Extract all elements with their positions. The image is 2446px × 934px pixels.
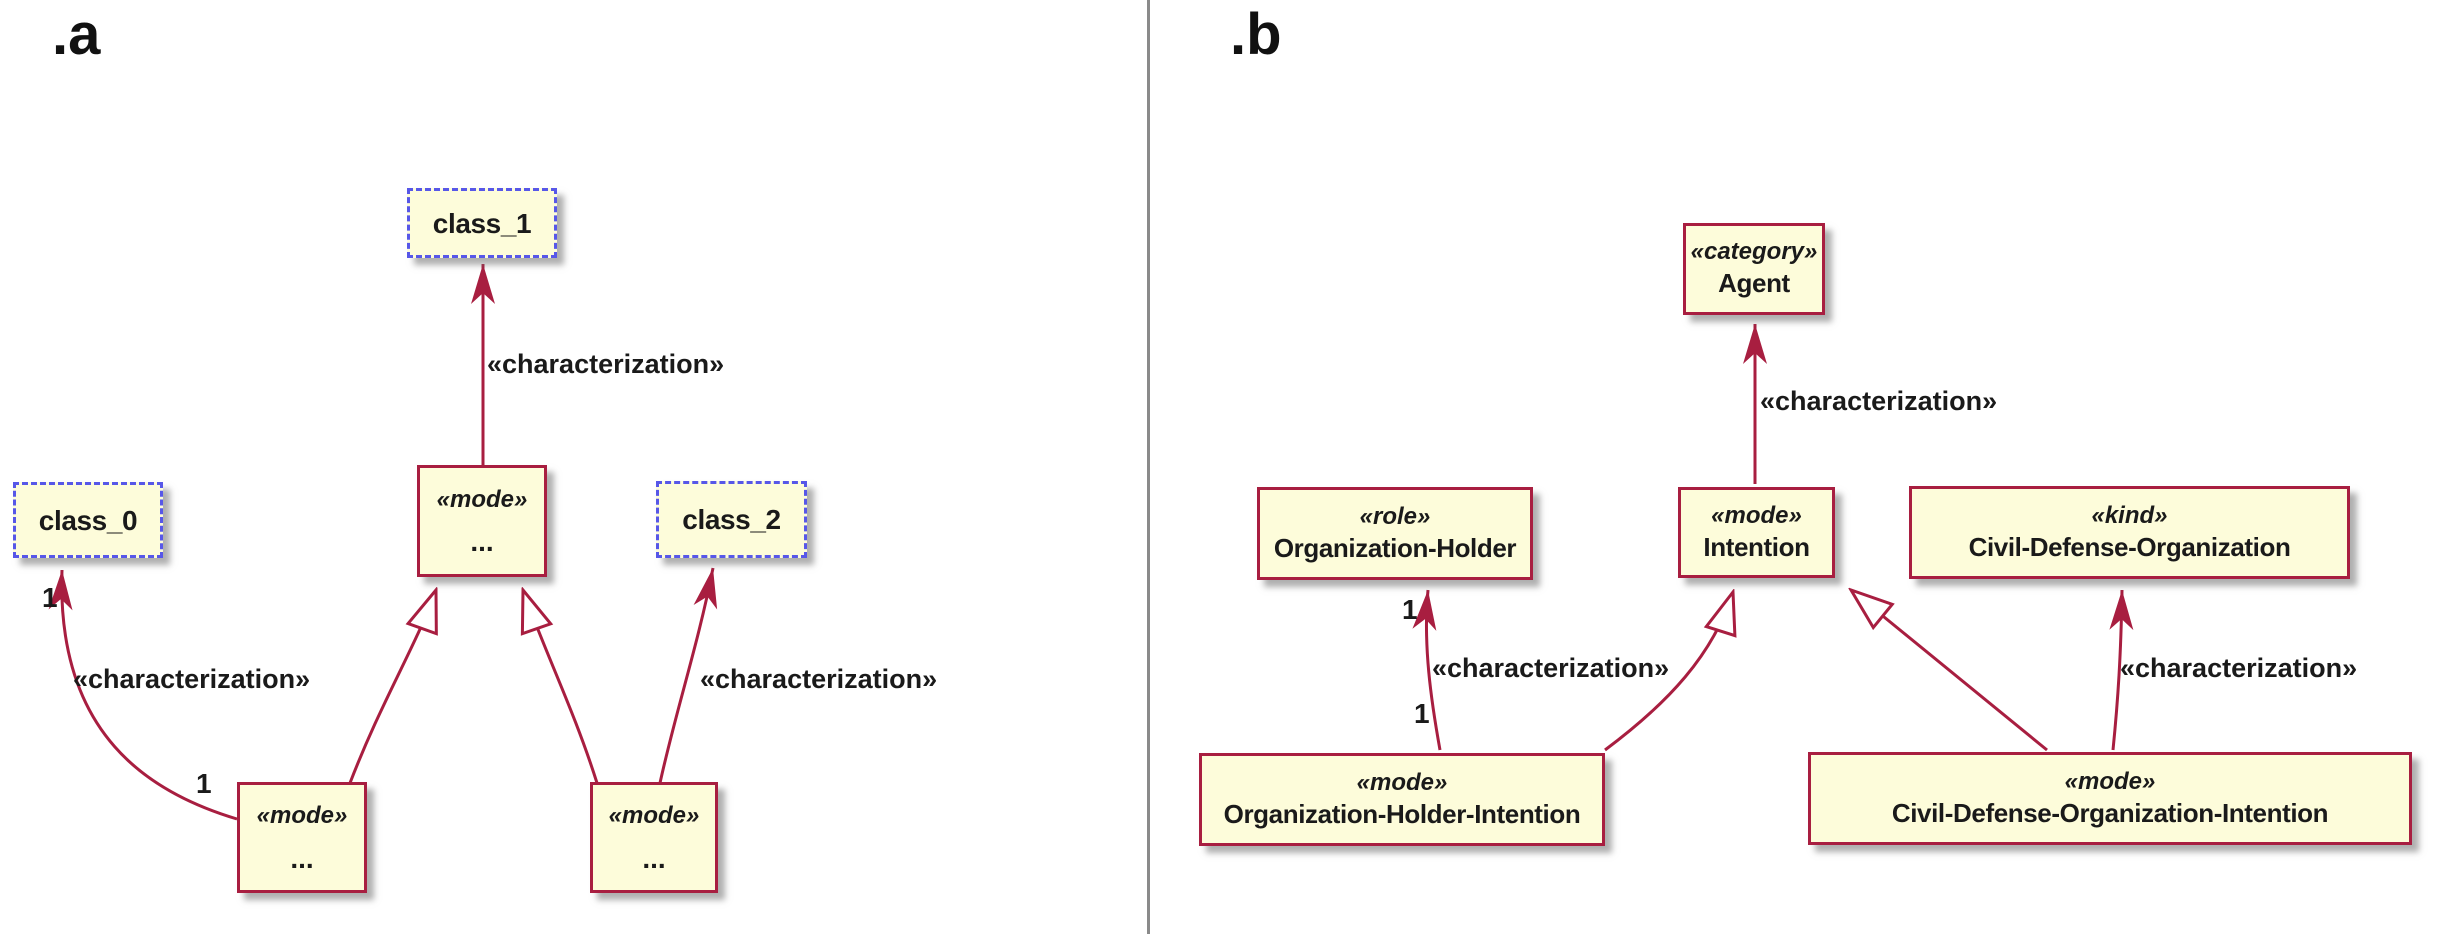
civil-defense-organization-intention-stereotype: «mode»: [2064, 767, 2156, 795]
agent-box: «category» Agent: [1683, 223, 1825, 315]
characterization-label-a-top: «characterization»: [487, 349, 725, 379]
agent-stereotype: «category»: [1690, 238, 1818, 266]
class2-name: class_2: [682, 504, 781, 535]
edge-generalization-ohi-intention: [1604, 592, 1733, 752]
panel-a-label: .a: [52, 2, 101, 67]
organization-holder-intention-name: Organization-Holder-Intention: [1223, 798, 1581, 829]
class-box-class1: class_1: [407, 188, 557, 258]
mode-box-bottom-left: «mode» ...: [237, 782, 367, 893]
edge-generalization-modeBR-mode: [523, 590, 599, 784]
edge-characterization-modeBL-class0: [48, 569, 238, 821]
intention-stereotype: «mode»: [1711, 501, 1802, 529]
edge-generalization-modeBL-mode: [348, 590, 436, 784]
mode-br-ellipsis: ...: [642, 842, 666, 874]
multiplicity-label-b-intention-end: 1: [1414, 698, 1430, 729]
mode-box-middle: «mode» ...: [417, 465, 547, 577]
civil-defense-organization-box: «kind» Civil-Defense-Organization: [1909, 486, 2350, 579]
class-box-class0: class_0: [13, 482, 163, 558]
civil-defense-organization-name: Civil-Defense-Organization: [1968, 531, 2291, 562]
class1-name: class_1: [432, 207, 532, 239]
civil-defense-organization-stereotype: «kind»: [2091, 501, 2168, 529]
panel-b-label: .b: [1230, 2, 1282, 67]
mode-bl-ellipsis: ...: [290, 842, 314, 874]
characterization-label-a-left: «characterization»: [73, 664, 311, 694]
characterization-label-b-top: «characterization»: [1760, 386, 1998, 416]
edge-generalization-cdoi-intention: [1851, 590, 2048, 752]
multiplicity-label-a-mode-end: 1: [196, 768, 212, 799]
organization-holder-intention-stereotype: «mode»: [1356, 768, 1448, 796]
organization-holder-box: «role» Organization-Holder: [1257, 487, 1533, 580]
characterization-label-b-right: «characterization»: [2120, 653, 2358, 683]
edge-characterization-cdoi-cdo: [2109, 589, 2134, 751]
multiplicity-label-b-holder-end: 1: [1402, 594, 1418, 625]
mode-box-bottom-right: «mode» ...: [590, 782, 718, 893]
characterization-label-a-right: «characterization»: [700, 664, 938, 694]
intention-name: Intention: [1703, 531, 1810, 562]
organization-holder-stereotype: «role»: [1359, 502, 1431, 530]
panel-divider-line: [1147, 0, 1150, 934]
mode-middle-ellipsis: ...: [470, 526, 494, 558]
class-box-class2: class_2: [656, 481, 807, 558]
edge-characterization-modeBR-class2: [658, 567, 718, 784]
mode-br-stereotype: «mode»: [608, 802, 700, 830]
class0-name: class_0: [38, 504, 138, 536]
organization-holder-name: Organization-Holder: [1273, 532, 1517, 563]
characterization-label-b-left: «characterization»: [1432, 653, 1670, 683]
organization-holder-intention-box: «mode» Organization-Holder-Intention: [1199, 753, 1605, 846]
agent-name: Agent: [1718, 268, 1790, 299]
intention-box: «mode» Intention: [1678, 487, 1835, 578]
civil-defense-organization-intention-name: Civil-Defense-Organization-Intention: [1891, 797, 2329, 828]
edge-characterization-ohi-organization-holder: [1412, 589, 1442, 751]
mode-bl-stereotype: «mode»: [256, 802, 348, 830]
multiplicity-label-a-class0-end: 1: [42, 582, 58, 613]
civil-defense-organization-intention-box: «mode» Civil-Defense-Organization-Intent…: [1808, 752, 2412, 845]
mode-middle-stereotype: «mode»: [436, 485, 528, 513]
